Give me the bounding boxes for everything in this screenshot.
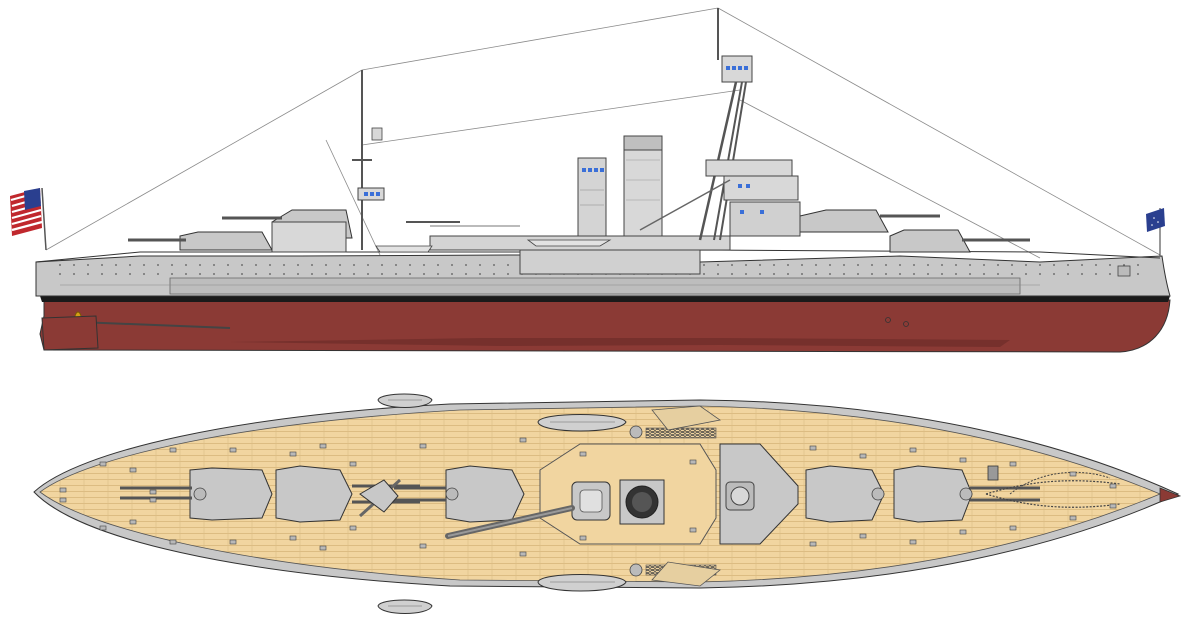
deck-fitting — [909, 539, 917, 545]
deck-fitting — [519, 437, 527, 443]
deck-fitting — [129, 467, 137, 473]
turret-fwd-lower — [889, 229, 1030, 253]
deck-fitting — [579, 451, 587, 457]
deck-fitting — [419, 543, 427, 549]
deck-fitting — [1069, 515, 1077, 521]
fwd-mast — [639, 8, 801, 241]
deck-fitting — [1069, 471, 1077, 477]
turret-fwd-upper — [799, 209, 940, 233]
deck-fitting — [289, 535, 297, 541]
plan-launch-top — [537, 414, 717, 439]
deck-fitting — [909, 447, 917, 453]
deck-fitting — [99, 525, 107, 531]
deck-fitting — [809, 541, 817, 547]
deck-fitting — [319, 443, 327, 449]
deck-fitting — [859, 533, 867, 539]
deck-fitting — [689, 459, 697, 465]
fwd-funnel — [623, 135, 663, 237]
deck-fitting — [1109, 483, 1117, 489]
deck-fitting — [1009, 461, 1017, 467]
rudder — [41, 315, 99, 351]
turret-aft-lower — [128, 231, 273, 251]
armor-belt — [169, 277, 1021, 295]
boats-midships — [375, 221, 612, 253]
aft-funnel — [577, 157, 607, 237]
lower-hull — [39, 299, 1171, 353]
deck-fitting — [519, 551, 527, 557]
plan-view — [33, 393, 1182, 614]
deck-fitting — [59, 487, 67, 493]
deck-fitting — [169, 539, 177, 545]
deck-fitting — [959, 457, 967, 463]
bow-anchor — [1117, 265, 1131, 277]
deck-fitting — [289, 451, 297, 457]
anchor-chains — [985, 465, 1121, 508]
plan-funnel-fwd — [619, 479, 665, 525]
deck-fitting — [229, 539, 237, 545]
profile-view — [10, 7, 1171, 353]
plan-turret-3 — [394, 465, 525, 523]
jack-flag-icon — [1146, 208, 1165, 256]
deck-fitting — [129, 519, 137, 525]
deck-fitting — [229, 447, 237, 453]
deck-fitting — [959, 529, 967, 535]
hull-shading — [230, 338, 1010, 347]
plan-boat-bottom — [377, 599, 433, 614]
aft-mast — [352, 70, 385, 250]
deck-fitting — [579, 535, 587, 541]
deck-fitting — [169, 447, 177, 453]
bow-tip — [1159, 487, 1182, 503]
deck-fitting — [689, 527, 697, 533]
plan-turret-4 — [805, 465, 885, 523]
deck-fitting — [419, 443, 427, 449]
deck-fitting — [149, 497, 157, 503]
plan-turret-5 — [893, 465, 1040, 523]
deck-fitting — [59, 497, 67, 503]
plan-turret-1 — [120, 467, 273, 521]
deck-fitting — [319, 545, 327, 551]
midships-casemate — [519, 247, 701, 275]
plan-bridge — [719, 443, 799, 545]
deck-fitting — [859, 453, 867, 459]
deck-fitting — [1109, 503, 1117, 509]
rigging — [45, 7, 1161, 259]
plan-funnel-aft — [571, 481, 611, 521]
deck-fitting — [1009, 525, 1017, 531]
plan-boat-top — [377, 393, 433, 408]
us-flag-icon — [10, 187, 47, 251]
deck-fitting — [149, 489, 157, 495]
deck-fitting — [809, 445, 817, 451]
boot-topping — [40, 296, 1170, 302]
deck-fitting — [99, 461, 107, 467]
deck-fitting — [349, 525, 357, 531]
deck-fittings — [59, 437, 1117, 557]
deck-fitting — [349, 461, 357, 467]
